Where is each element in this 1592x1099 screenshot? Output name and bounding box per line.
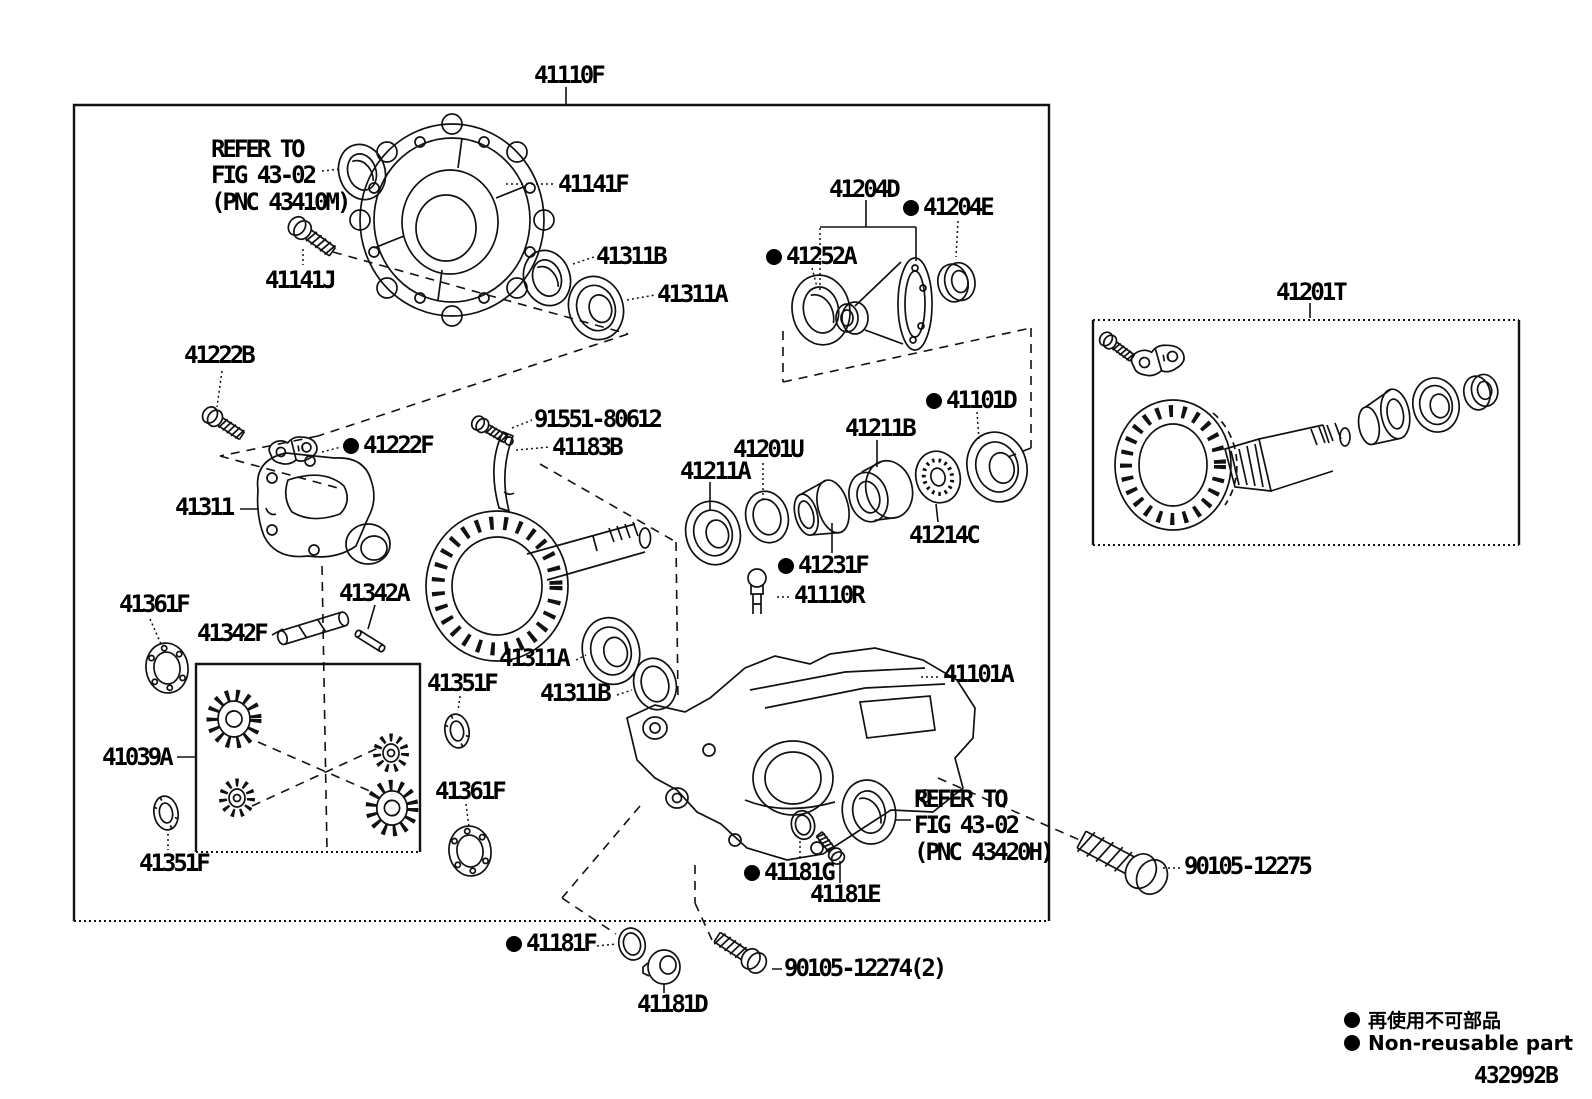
part-label-41311B-lower: 41311B	[540, 679, 612, 707]
refer-note-43410M: REFER TO FIG 43-02 (PNC 43410M)	[211, 135, 351, 216]
bolt-91551-80612-drawing	[468, 413, 511, 447]
main-parts-box	[74, 105, 1049, 921]
drain-plug-41181D-drawing	[643, 950, 680, 984]
pinion-shaft-41342F-drawing	[276, 611, 350, 646]
bolt-90105-12274-drawing	[710, 927, 772, 978]
part-label-91551-80612: 91551-80612	[534, 405, 663, 433]
side-gear-drawing	[371, 785, 413, 831]
non-reusable-bullet-icon	[506, 936, 522, 952]
race-41214C-drawing	[910, 446, 966, 508]
transfer-rear-cover-drawing	[350, 114, 554, 326]
non-reusable-bullet-icon	[766, 249, 782, 265]
part-label-41351F-bottom: 41351F	[139, 849, 211, 877]
washer-41201U-drawing	[739, 485, 795, 549]
nut-41204E-drawing	[934, 260, 978, 305]
pinion-gear-drawing	[223, 783, 251, 814]
bearing-41101D-drawing	[958, 424, 1036, 510]
pinion-gear-drawing	[377, 738, 405, 769]
ring-gear-bolt-drawing	[1096, 328, 1138, 365]
part-label-41141F: 41141F	[558, 170, 630, 198]
part-label-41181D: 41181D	[637, 990, 709, 1018]
gasket-41181F-drawing	[614, 924, 650, 964]
part-label-41311B: 41311B	[596, 242, 668, 270]
oil-seal-43420H-drawing	[835, 774, 903, 850]
part-label-90105-12275: 90105-12275	[1184, 852, 1313, 880]
non-reusable-bullet-icon	[1344, 1035, 1360, 1051]
pinion-spacer-drawing	[1354, 387, 1414, 446]
pin-41342A-drawing	[354, 629, 386, 652]
spacer-41231F-drawing	[788, 476, 854, 542]
lock-plate-41222F-drawing	[267, 433, 320, 468]
differential-gear-kit-box	[196, 664, 420, 852]
companion-flange-41204D-drawing	[836, 258, 932, 350]
part-label-41211A: 41211A	[680, 457, 752, 485]
part-label-41181G: 41181G	[744, 859, 836, 885]
part-label-41039A: 41039A	[102, 743, 174, 771]
part-label-41141J: 41141J	[265, 266, 337, 294]
part-label-41351F-mid: 41351F	[427, 669, 499, 697]
part-label-41231F: 41231F	[778, 552, 870, 578]
part-label-41211B: 41211B	[845, 414, 917, 442]
part-label-41101A: 41101A	[943, 660, 1015, 688]
legend-non-reusable-en: Non-reusable part	[1344, 1031, 1573, 1055]
ring-gear-pinion-drawing	[426, 511, 651, 661]
part-label-41204D: 41204D	[829, 175, 901, 203]
part-label-41252A: 41252A	[766, 243, 858, 269]
pinion-nut-drawing	[1461, 372, 1501, 412]
thrust-washer-41351F-left-drawing	[150, 793, 182, 833]
part-label-41311: 41311	[175, 493, 235, 521]
non-reusable-bullet-icon	[343, 438, 359, 454]
part-label-41342F: 41342F	[197, 619, 269, 647]
part-label-41204E: 41204E	[903, 194, 995, 220]
thrust-washer-41351F-right-drawing	[441, 711, 473, 751]
part-label-41342A: 41342A	[339, 579, 411, 607]
non-reusable-bullet-icon	[778, 558, 794, 574]
bolt-41222B-drawing	[198, 403, 248, 444]
bolt-41141J-drawing	[283, 212, 340, 261]
non-reusable-bullet-icon	[1344, 1011, 1360, 1028]
part-label-41222F: 41222F	[343, 432, 435, 458]
part-label-41181F: 41181F	[506, 930, 598, 956]
part-label-41101D: 41101D	[926, 387, 1018, 413]
part-label-41201U: 41201U	[733, 435, 805, 463]
part-label-41181E: 41181E	[810, 880, 882, 908]
differential-case-41311-drawing	[258, 453, 390, 564]
part-label-41201T: 41201T	[1276, 278, 1348, 306]
part-label-41110R: 41110R	[794, 581, 866, 609]
oil-receiver-41183B-drawing	[494, 432, 514, 511]
part-label-41183B: 41183B	[552, 433, 624, 461]
label-leader-lines	[150, 169, 1182, 946]
part-label-90105-12274: 90105-12274(2)	[784, 954, 947, 982]
part-label-41214C: 41214C	[909, 521, 981, 549]
part-label-41361F-left: 41361F	[119, 590, 191, 618]
legend-non-reusable-jp: 再使用不可部品	[1344, 1006, 1501, 1033]
figure-code: 432992B	[1474, 1063, 1559, 1089]
part-label-41311A: 41311A	[657, 280, 729, 308]
pinion-bearing-drawing	[1407, 372, 1465, 438]
bearing-41211A-drawing	[677, 494, 749, 572]
breather-plug-41110R-drawing	[748, 569, 766, 614]
ring-gear-lock-plate-drawing	[1128, 341, 1188, 380]
side-gear-drawing	[212, 695, 256, 743]
washer-41361F-left-drawing	[141, 639, 193, 697]
non-reusable-bullet-icon	[926, 393, 942, 409]
non-reusable-bullet-icon	[744, 865, 760, 881]
assembly-dashed-lines	[220, 252, 1082, 940]
part-label-41311A-lower: 41311A	[499, 644, 571, 672]
washer-41361F-right-drawing	[444, 822, 496, 880]
part-label-41361F-right: 41361F	[435, 777, 507, 805]
non-reusable-bullet-icon	[903, 200, 919, 216]
part-label-41222B: 41222B	[184, 341, 256, 369]
label-solid-leaders	[177, 87, 1310, 993]
refer-note-43420H: REFER TO FIG 43-02 (PNC 43420H)	[914, 785, 1054, 866]
bearing-41211B-drawing	[842, 456, 919, 529]
bolt-90105-12275-drawing	[1071, 821, 1176, 902]
part-label-41110F: 41110F	[534, 61, 606, 89]
ring-gear-set-box	[1093, 320, 1519, 545]
transfer-case-41101A-drawing	[627, 648, 975, 860]
ring-gear-set-drawing	[1115, 400, 1350, 530]
